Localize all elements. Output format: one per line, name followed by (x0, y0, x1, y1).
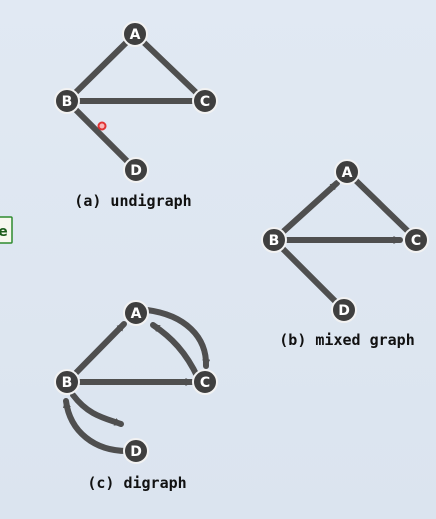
digraph: A B C D (c) digraph (54, 300, 218, 492)
undigraph-caption: (a) undigraph (74, 192, 191, 210)
undigraph-node-c: C (192, 88, 218, 114)
digraph-caption: (c) digraph (87, 474, 186, 492)
svg-text:C: C (411, 233, 421, 249)
undigraph-node-a: A (122, 21, 148, 47)
svg-text:D: D (130, 163, 142, 179)
svg-text:A: A (342, 165, 353, 181)
mixed-edge-b-d (271, 237, 347, 313)
undigraph-edge-a-b (64, 31, 138, 104)
mixed-graph: A B C D (b) mixed graph (261, 159, 429, 349)
svg-text:C: C (200, 94, 210, 110)
svg-text:A: A (131, 306, 142, 322)
mixed-node-d: D (331, 297, 357, 323)
undigraph-node-b: B (54, 88, 80, 114)
undigraph: A B C D (a) undigraph (54, 21, 218, 210)
svg-text:C: C (200, 375, 210, 391)
svg-text:D: D (130, 444, 142, 460)
svg-text:B: B (62, 94, 73, 110)
digraph-edge-b-d (70, 392, 124, 427)
digraph-edge-c-a (150, 322, 201, 381)
digraph-edge-b-a (64, 321, 127, 385)
svg-text:D: D (338, 303, 350, 319)
cursor-pointer-dot (97, 121, 107, 131)
side-box-text: e (0, 224, 8, 240)
undigraph-node-d: D (123, 157, 149, 183)
digraph-node-c: C (192, 369, 218, 395)
digraph-edge-a-c (144, 307, 211, 369)
mixed-node-a: A (334, 159, 360, 185)
digraph-node-b: B (54, 369, 80, 395)
svg-text:B: B (269, 233, 280, 249)
mixed-node-c: C (403, 227, 429, 253)
undigraph-edge-b-d (64, 98, 139, 173)
svg-text:B: B (62, 375, 73, 391)
mixed-edge-b-a (271, 180, 340, 243)
digraph-node-a: A (123, 300, 149, 326)
mixed-caption: (b) mixed graph (279, 331, 414, 349)
digraph-edge-d-b (62, 398, 130, 454)
undigraph-edge-a-c (132, 31, 208, 104)
side-box (0, 216, 13, 244)
mixed-edge-a-c (344, 169, 419, 242)
digraph-node-d: D (123, 438, 149, 464)
mixed-node-b: B (261, 227, 287, 253)
svg-text:A: A (130, 27, 141, 43)
